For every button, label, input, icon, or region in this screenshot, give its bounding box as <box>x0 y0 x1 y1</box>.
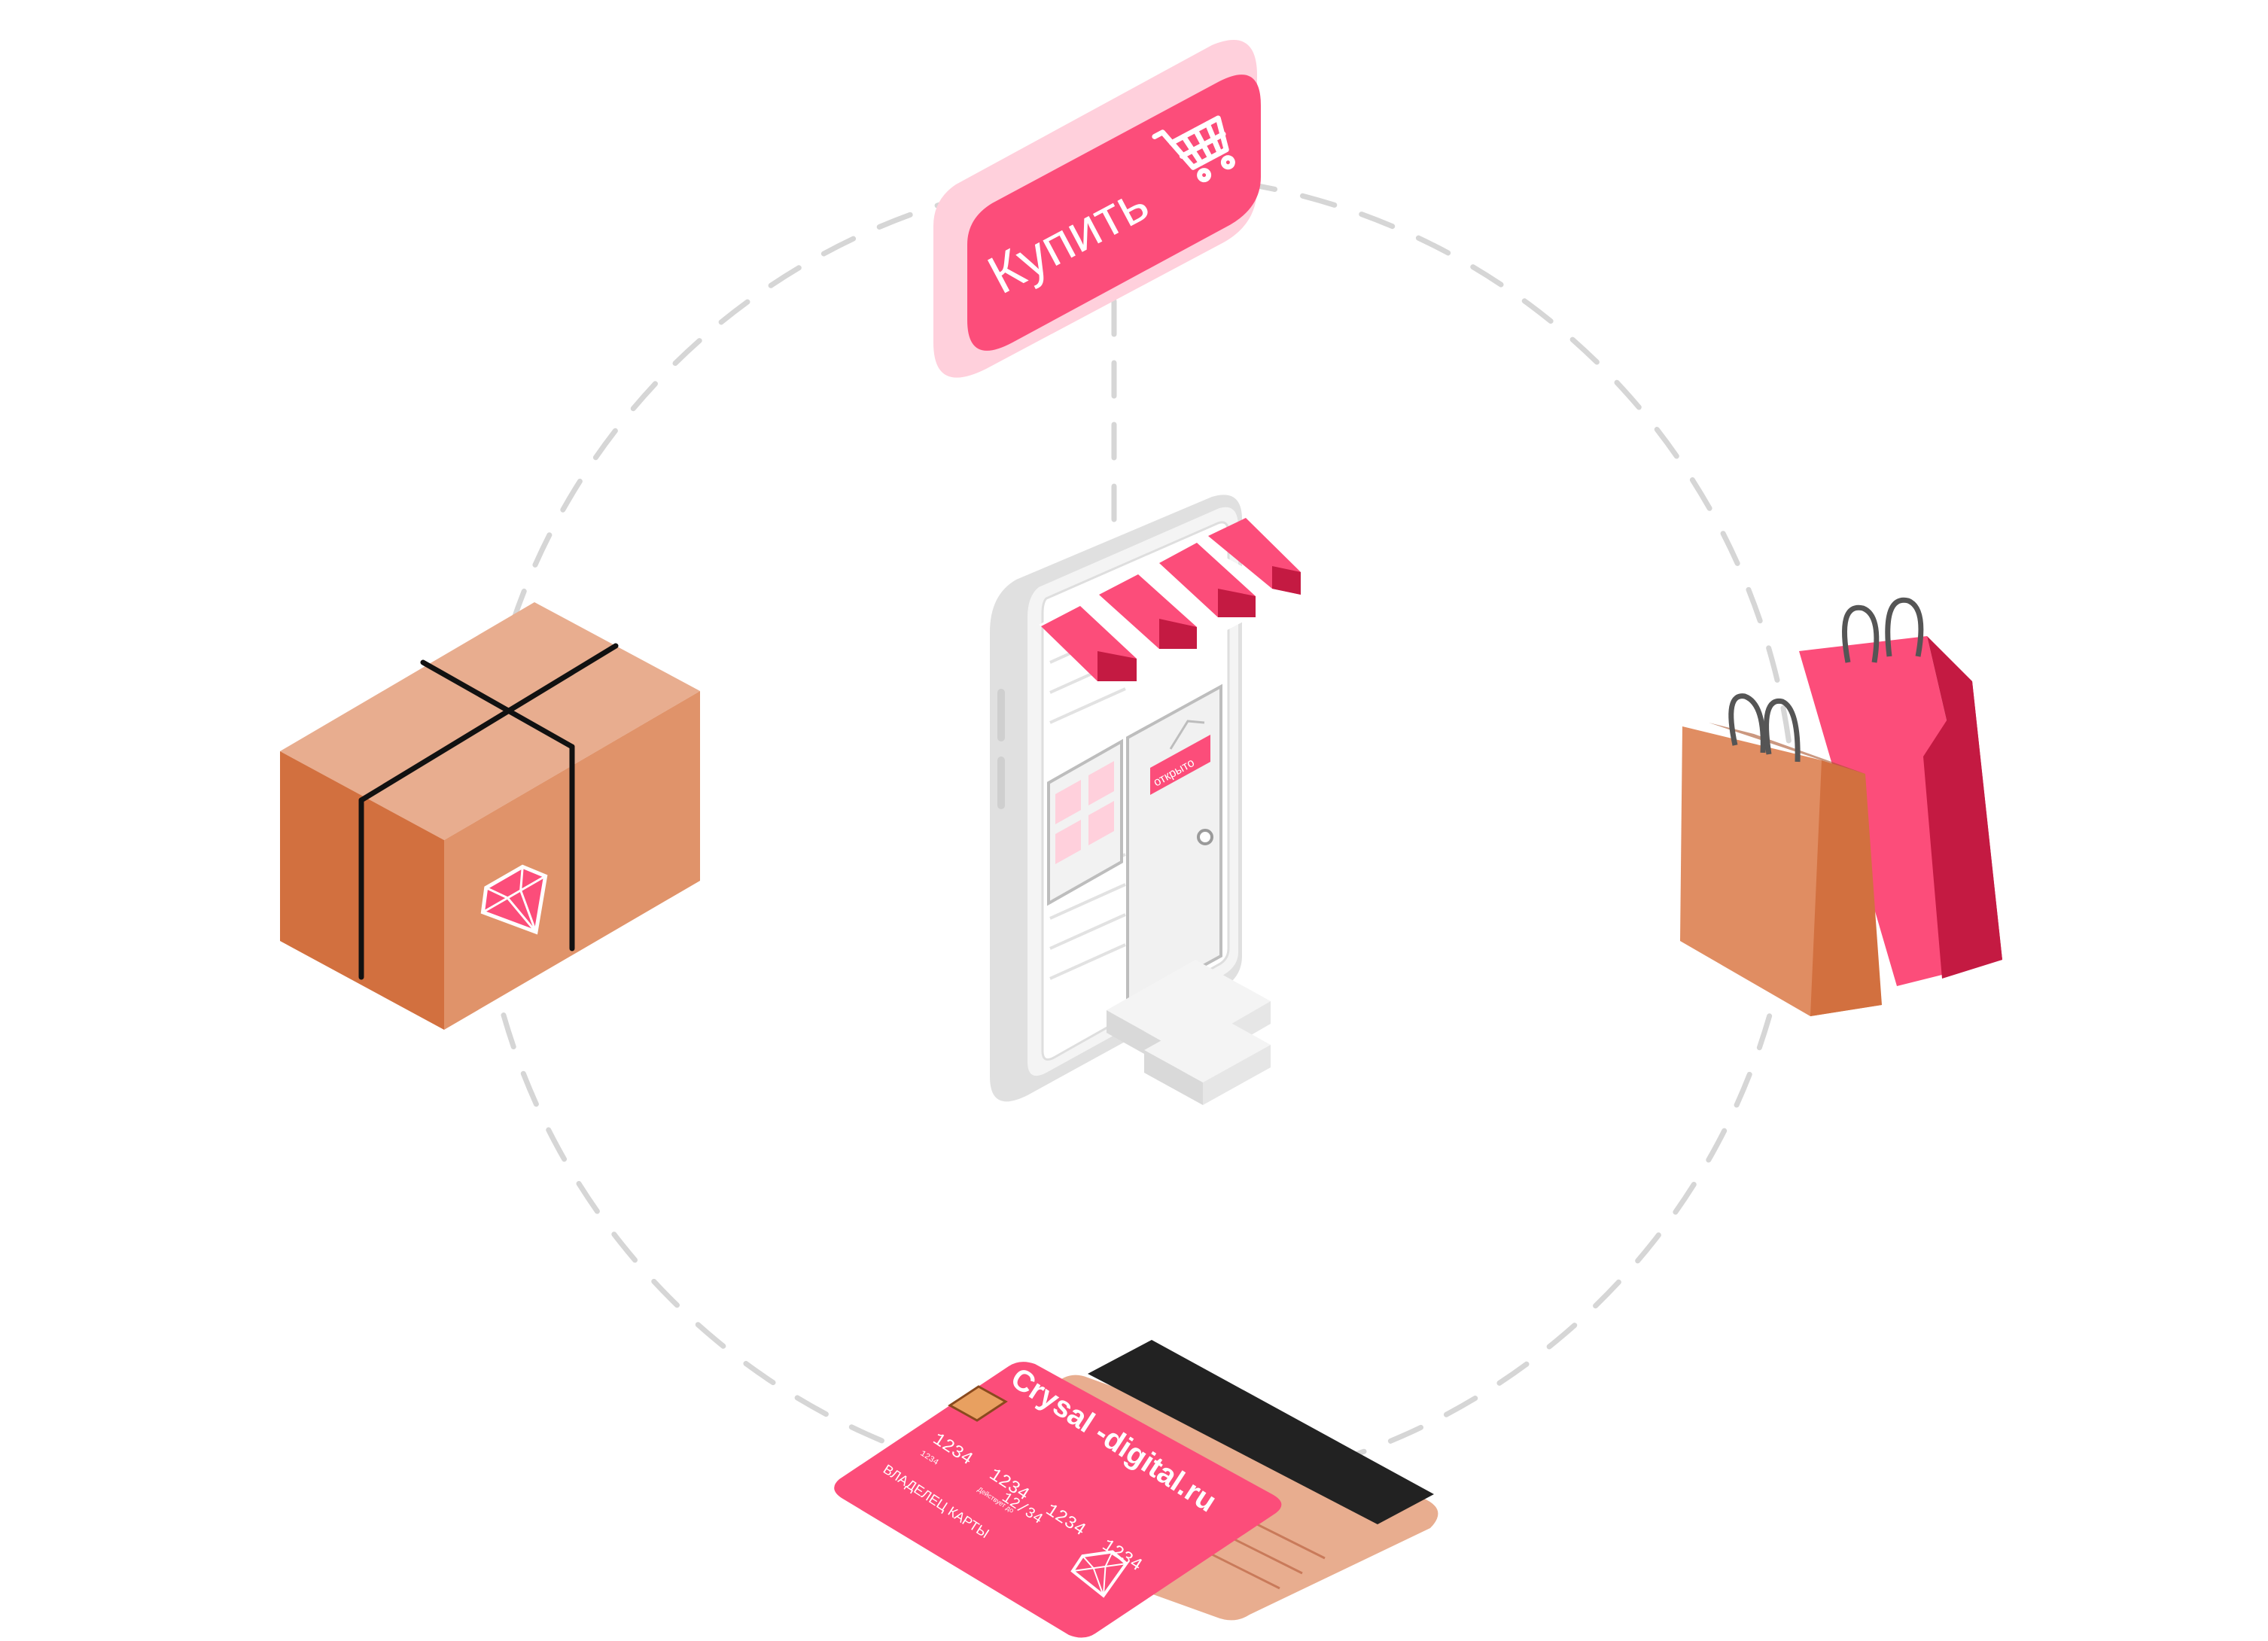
card-diamond-icon <box>1070 1550 1128 1598</box>
storefront-awning <box>1039 518 1301 681</box>
bank-cards: Crysal -digital.ru 1234 1234 1234 1234 1… <box>834 1340 1438 1638</box>
parcel-box <box>280 602 700 1030</box>
storefront-steps <box>1107 960 1271 1105</box>
storefront-window <box>1047 738 1123 906</box>
buy-button: Купить <box>933 40 1261 378</box>
diamond-sticker-icon <box>480 864 548 935</box>
storefront-door: открыто <box>1126 683 1222 1010</box>
shopping-cart-icon <box>1152 115 1235 183</box>
shopping-bags <box>1680 597 2002 1016</box>
phone-storefront: открыто <box>990 495 1301 1105</box>
